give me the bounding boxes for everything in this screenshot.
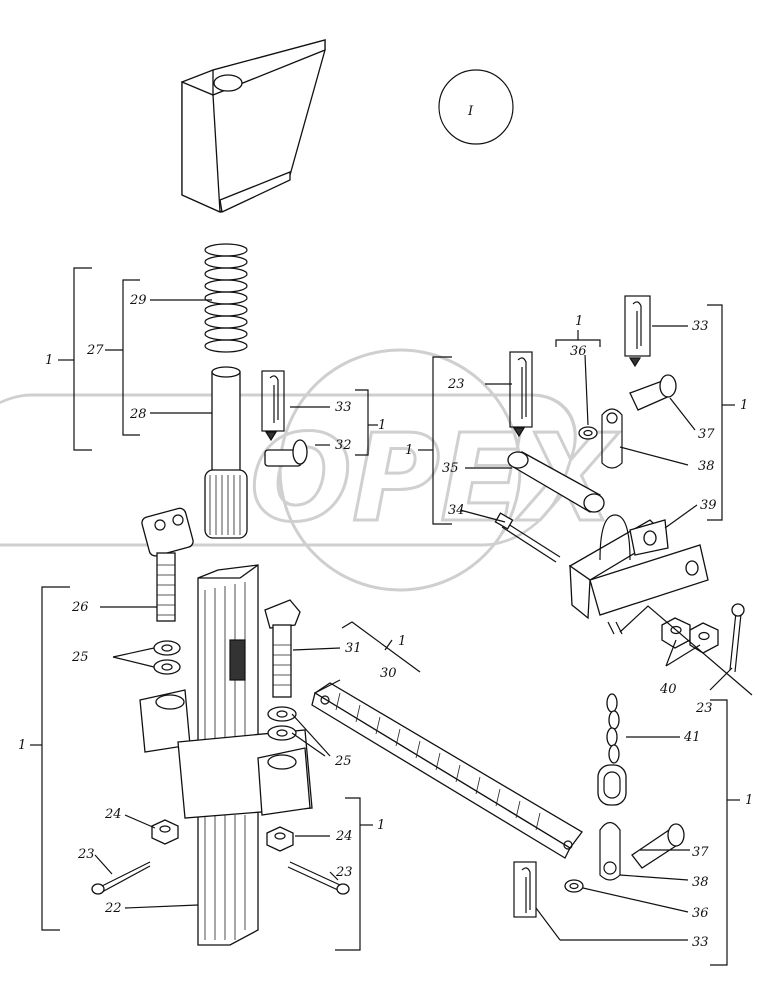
label-36-b: 36 [692, 906, 709, 921]
pin-37-bottom [631, 823, 685, 869]
toothed-rack [311, 682, 583, 859]
label-22: 22 [104, 901, 122, 916]
label-23-a: 23 [447, 377, 465, 392]
nut-24-left [151, 819, 179, 845]
label-37-b: 37 [692, 845, 709, 860]
cotter-pin-box-33c [513, 861, 537, 918]
label-31: 31 [345, 641, 362, 656]
link-38-top [601, 408, 623, 469]
label-1-f: 1 [398, 634, 406, 649]
clevis-bracket [568, 514, 709, 635]
label-36-a: 36 [570, 344, 587, 359]
cotter-pin-23-right [287, 861, 350, 895]
label-40: 40 [659, 682, 677, 697]
clevis-bolt [141, 507, 194, 622]
plunger [204, 366, 248, 539]
chain [597, 693, 627, 806]
washer-36-top [578, 426, 598, 440]
nut-24-right [266, 826, 294, 852]
label-1-i: 1 [745, 793, 753, 808]
label-27: 27 [86, 343, 104, 358]
label-41: 41 [683, 730, 701, 745]
label-1-e: 1 [740, 398, 748, 413]
label-1-h: 1 [377, 818, 385, 833]
cotter-pin-box-33a [261, 370, 285, 442]
label-24-b: 24 [335, 829, 353, 844]
label-29: 29 [129, 293, 147, 308]
cotter-pin-box-33b [624, 295, 651, 368]
label-25-b: 25 [334, 754, 352, 769]
label-28: 28 [129, 407, 147, 422]
label-24-a: 24 [104, 807, 122, 822]
leader-lines [30, 267, 753, 966]
pin-32 [264, 439, 308, 467]
link-38-bottom [599, 821, 621, 881]
label-33-b: 33 [692, 319, 709, 334]
main-post [197, 564, 259, 946]
label-38-b: 38 [692, 875, 709, 890]
housing-cover [181, 39, 326, 214]
label-23-b: 23 [695, 701, 713, 716]
nuts-40 [661, 617, 719, 654]
washer-36-bottom [564, 879, 584, 893]
bolt-31 [264, 599, 301, 698]
cotter-pin-box-23 [509, 351, 533, 438]
label-38-a: 38 [698, 459, 715, 474]
cotter-pin-23-left [91, 861, 151, 895]
part-labels: 1 27 29 28 33 32 1 1 23 1 36 35 34 33 1 … [18, 293, 753, 950]
guide-block [139, 689, 313, 819]
sheet-marker: I [438, 69, 514, 145]
label-26: 26 [71, 600, 89, 615]
label-34: 34 [448, 503, 465, 518]
label-33-c: 33 [692, 935, 709, 950]
label-35: 35 [442, 461, 459, 476]
label-30: 30 [380, 666, 397, 681]
label-1-c: 1 [405, 443, 413, 458]
washers-left [153, 640, 181, 675]
pin-35 [507, 451, 605, 513]
cotter-pin-23-right-top [729, 603, 745, 673]
label-39: 39 [700, 498, 717, 513]
spring [204, 243, 248, 353]
label-23-c: 23 [77, 847, 95, 862]
washers-right [267, 706, 297, 741]
sheet-marker-label: I [467, 104, 474, 119]
label-37-a: 37 [698, 427, 715, 442]
pin-37-top [629, 374, 677, 411]
label-32: 32 [335, 438, 352, 453]
label-25-a: 25 [71, 650, 89, 665]
label-1-g: 1 [18, 738, 26, 753]
label-33-a: 33 [335, 400, 352, 415]
label-1-a: 1 [45, 353, 53, 368]
label-1-b: 1 [378, 418, 386, 433]
pin-34 [494, 512, 561, 563]
label-1-d: 1 [575, 314, 583, 329]
label-23-d: 23 [335, 865, 353, 880]
